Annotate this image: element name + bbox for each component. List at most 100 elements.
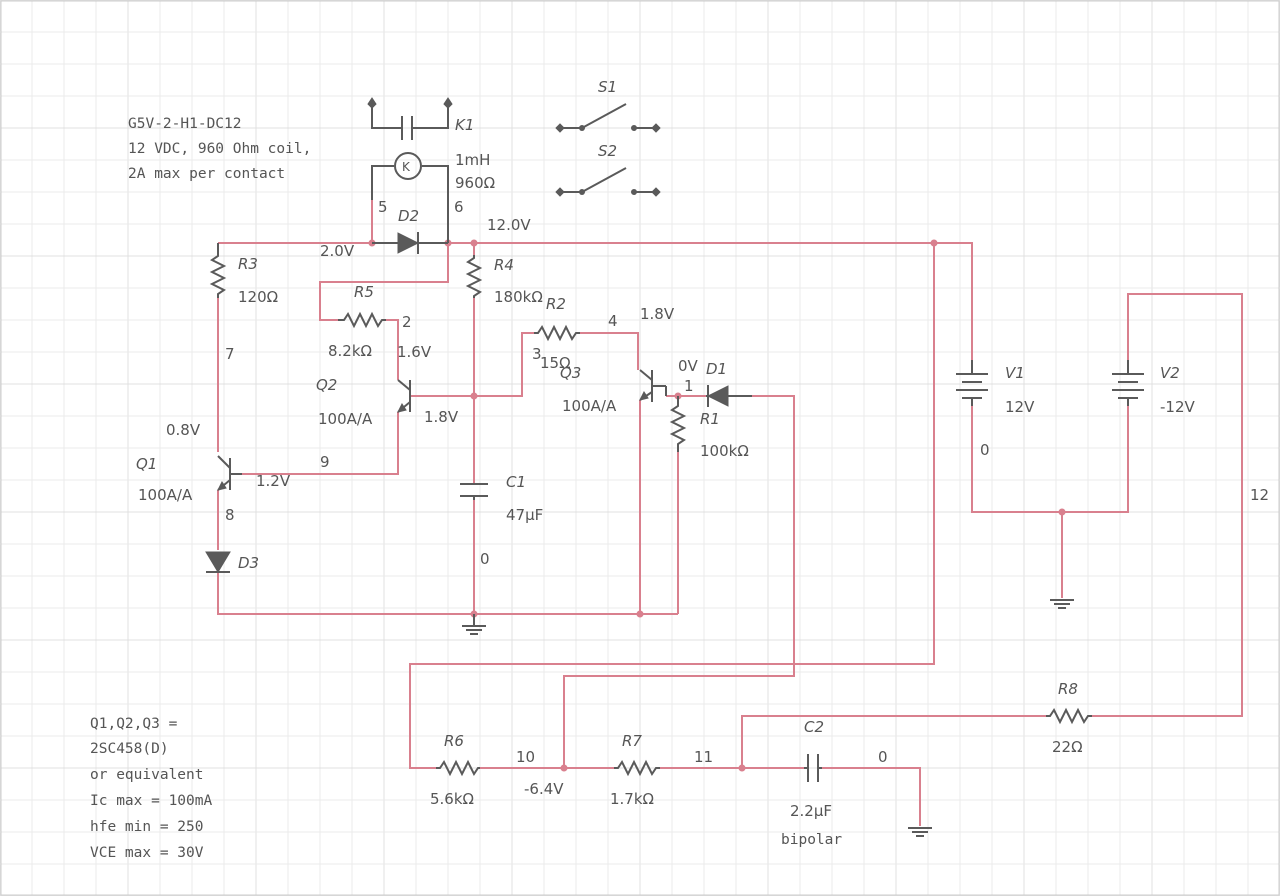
k1-resistance: 960Ω [455, 174, 495, 192]
node-12: 12 [1250, 486, 1269, 504]
transistor-note: Q1,Q2,Q3 = 2SC458(D) or equivalent Ic ma… [90, 716, 212, 861]
resistor-r1[interactable] [669, 396, 687, 452]
r1-value: 100kΩ [700, 442, 749, 460]
r7-ref: R7 [622, 732, 642, 750]
r7-value: 1.7kΩ [610, 790, 654, 808]
voltage-2v: 2.0V [320, 242, 355, 260]
voltage-1-2v: 1.2V [256, 472, 291, 490]
s1-ref: S1 [598, 78, 617, 96]
resistor-r7[interactable] [614, 759, 660, 777]
voltage-1-6v: 1.6V [397, 343, 432, 361]
r5-value: 8.2kΩ [328, 342, 372, 360]
svg-text:K: K [402, 160, 411, 174]
voltage-neg-6-4v: -6.4V [524, 780, 564, 798]
node-0-v: 0 [980, 441, 990, 459]
switch-s1[interactable] [555, 103, 661, 133]
node-8: 8 [225, 506, 235, 524]
ground-3 [908, 827, 932, 837]
node-7: 7 [225, 345, 235, 363]
c2-type: bipolar [781, 832, 842, 848]
wire-r5-q2 [386, 319, 399, 380]
resistor-r4[interactable] [465, 255, 483, 298]
r6-ref: R6 [444, 732, 464, 750]
voltage-0-8v: 0.8V [166, 421, 201, 439]
node-1: 1 [684, 377, 694, 395]
wire-rail-r6 [409, 243, 935, 769]
node-0-c1: 0 [480, 550, 490, 568]
voltage-12v: 12.0V [487, 216, 531, 234]
c2-value: 2.2µF [790, 802, 832, 820]
k1-inductance: 1mH [455, 151, 490, 169]
node-3: 3 [532, 345, 542, 363]
s2-ref: S2 [598, 142, 617, 160]
c1-value: 47µF [506, 506, 543, 524]
resistor-r2[interactable] [534, 324, 580, 342]
wire-node11-r8 [741, 715, 1046, 768]
r5-ref: R5 [354, 283, 374, 301]
r6-value: 5.6kΩ [430, 790, 474, 808]
wire-d2-r5 [319, 243, 449, 321]
transistor-note-line-2: 2SC458(D) [90, 741, 169, 757]
capacitor-c2[interactable] [804, 754, 822, 782]
switch-s2[interactable] [555, 167, 661, 197]
transistor-note-line-5: hfe min = 250 [90, 819, 204, 835]
k1-ref: K1 [455, 116, 474, 134]
wire-v1-gnd [971, 406, 1129, 513]
r4-ref: R4 [494, 256, 514, 274]
q1-value: 100A/A [138, 486, 193, 504]
voltage-1-8v-q3: 1.8V [640, 305, 675, 323]
relay-note-line-3: 2A max per contact [128, 166, 285, 182]
resistor-r6[interactable] [436, 759, 480, 777]
r8-value: 22Ω [1052, 738, 1083, 756]
v1-ref: V1 [1005, 364, 1025, 382]
d2-ref: D2 [398, 207, 419, 225]
wire-c2-gnd [822, 767, 921, 826]
wire-q2-q1 [242, 412, 399, 475]
capacitor-c1[interactable] [460, 483, 488, 500]
resistor-r5[interactable] [338, 311, 386, 329]
transistor-note-line-1: Q1,Q2,Q3 = [90, 716, 178, 732]
node-6: 6 [454, 198, 464, 216]
diode-d1[interactable] [706, 385, 752, 407]
wire-r2-q3 [580, 332, 639, 370]
transistor-q2[interactable] [397, 379, 411, 413]
q2-ref: Q2 [316, 376, 337, 394]
battery-v1[interactable] [956, 360, 988, 406]
voltage-0v: 0V [678, 357, 699, 375]
q2-value: 100A/A [318, 410, 373, 428]
r8-ref: R8 [1058, 680, 1078, 698]
wire-d1-loop [563, 395, 795, 768]
diode-d3[interactable] [205, 551, 231, 573]
v2-value: -12V [1160, 398, 1195, 416]
node-2: 2 [402, 313, 412, 331]
r2-ref: R2 [546, 295, 566, 313]
transistor-q1[interactable] [217, 455, 242, 491]
node-4: 4 [608, 312, 618, 330]
d3-ref: D3 [238, 554, 259, 572]
node-9: 9 [320, 453, 330, 471]
r4-value: 180kΩ [494, 288, 543, 306]
ground-2 [1050, 599, 1074, 609]
v1-value: 12V [1005, 398, 1035, 416]
node-11: 11 [694, 748, 713, 766]
transistor-q3[interactable] [639, 369, 667, 402]
q1-ref: Q1 [136, 455, 157, 473]
battery-v2[interactable] [1112, 360, 1144, 406]
resistor-r3[interactable] [209, 243, 227, 298]
voltage-1-8v-q2: 1.8V [424, 408, 459, 426]
relay-note-line-1: G5V-2-H1-DC12 [128, 116, 242, 132]
v2-ref: V2 [1160, 364, 1180, 382]
node-10: 10 [516, 748, 535, 766]
transistor-note-line-3: or equivalent [90, 767, 204, 783]
transistor-note-line-4: Ic max = 100mA [90, 793, 212, 809]
q3-ref: Q3 [560, 364, 581, 382]
d1-ref: D1 [706, 360, 727, 378]
relay-k1[interactable]: K [367, 97, 453, 243]
resistor-r8[interactable] [1046, 707, 1092, 725]
diode-d2[interactable] [372, 232, 448, 254]
transistor-note-line-6: VCE max = 30V [90, 845, 204, 861]
c1-ref: C1 [506, 473, 526, 491]
